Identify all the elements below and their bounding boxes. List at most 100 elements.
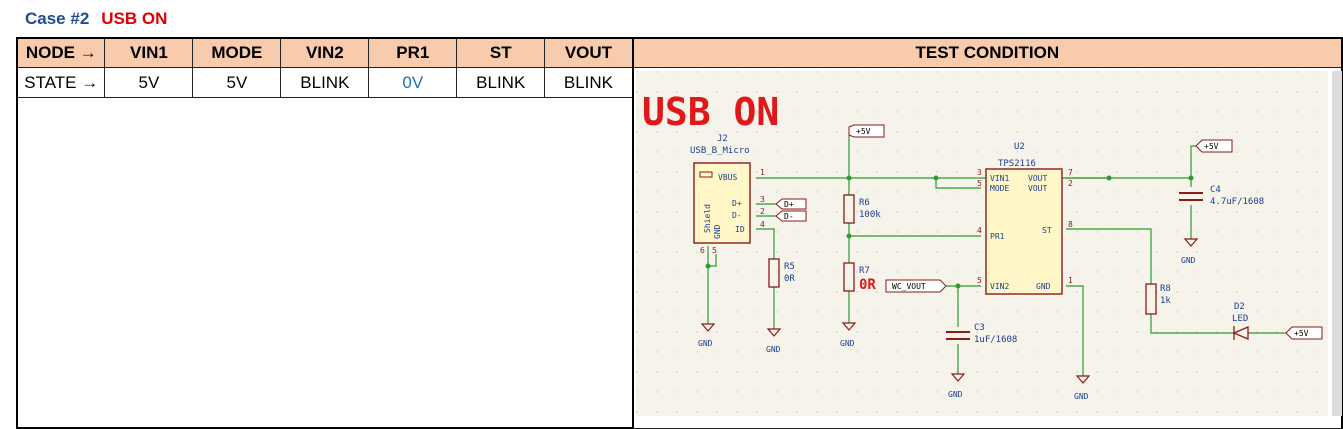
header-node: NODE → [16, 37, 106, 68]
svg-text:GND: GND [840, 339, 855, 348]
net-label-wc-vout: WC_VOUT [885, 279, 947, 293]
j2-pin-number-6: 6 [700, 246, 705, 255]
svg-text:GND: GND [1181, 256, 1196, 265]
u2-ref: U2 [1014, 142, 1025, 152]
svg-text:+5V: +5V [856, 127, 871, 136]
svg-text:R7: R7 [859, 266, 870, 276]
junctions [705, 175, 1194, 289]
u2-pin-st: ST [1042, 226, 1052, 235]
connector-j2: J2 USB_B_Micro VBUS D+ D- ID Shield GND … [690, 134, 765, 255]
state-vin1: 5V [104, 67, 194, 98]
u2-pin-pr1: PR1 [990, 232, 1005, 241]
header-test-condition: TEST CONDITION [632, 37, 1343, 68]
svg-text:C4: C4 [1210, 185, 1221, 195]
svg-text:1uF/1608: 1uF/1608 [974, 335, 1017, 345]
wires [707, 135, 1286, 376]
u2-pin-vout-b: VOUT [1028, 184, 1047, 193]
u2-pin-number-8: 8 [1068, 220, 1073, 229]
usb-icon [699, 171, 713, 178]
schematic-image: USB ON J2 USB_B_Micro V [636, 71, 1328, 416]
notes-cell [16, 97, 634, 429]
j2-pin-gnd: GND [713, 224, 722, 239]
power-label-5v-top: +5V [848, 124, 885, 138]
u2-pin-vin1: VIN1 [990, 174, 1009, 183]
j2-pin-number-2: 2 [760, 207, 765, 216]
svg-text:0R: 0R [859, 277, 876, 293]
header-vin1: VIN1 [104, 37, 194, 68]
header-st: ST [456, 37, 546, 68]
state-vin2: BLINK [280, 67, 370, 98]
svg-text:D+: D+ [784, 200, 794, 209]
svg-text:0R: 0R [784, 274, 795, 284]
j2-pin-number-3: 3 [760, 195, 765, 204]
u2-pin-gnd: GND [1036, 282, 1051, 291]
svg-text:GND: GND [948, 390, 963, 399]
j2-ref: J2 [717, 134, 728, 144]
u2-pin-vin2: VIN2 [990, 282, 1009, 291]
state-vout: BLINK [544, 67, 634, 98]
j2-pin-number-4: 4 [760, 220, 765, 229]
state-mode: 5V [192, 67, 282, 98]
ground-labels: GND GND GND GND GND GND [698, 256, 1196, 401]
header-row: NODE → VIN1 MODE VIN2 PR1 ST VOUT TEST C… [16, 37, 1343, 68]
svg-text:C3: C3 [974, 323, 985, 333]
ic-u2: U2 TPS2116 VIN1 MODE PR1 VIN2 VOUT VOUT … [977, 142, 1073, 295]
header-mode: MODE [192, 37, 282, 68]
svg-text:+5V: +5V [1204, 142, 1219, 151]
svg-text:R8: R8 [1160, 284, 1171, 294]
right-edge-strip [1332, 71, 1342, 416]
j2-pin-dplus: D+ [732, 199, 742, 208]
svg-text:GND: GND [766, 345, 781, 354]
schematic-banner: USB ON [642, 90, 779, 134]
j2-pin-number-1: 1 [760, 168, 765, 177]
ground-symbols [700, 238, 1199, 384]
resistor-r7: R7 0R [843, 262, 876, 293]
j2-pin-id: ID [735, 225, 745, 234]
header-pr1: PR1 [368, 37, 458, 68]
j2-pin-shield: Shield [703, 204, 712, 233]
j2-pin-vbus: VBUS [718, 173, 737, 182]
state-pr1: 0V [368, 67, 458, 98]
state-label: STATE → [16, 67, 106, 98]
j2-value: USB_B_Micro [690, 146, 750, 156]
svg-text:GND: GND [698, 339, 713, 348]
net-label-dplus: D+ [775, 198, 807, 210]
led-d2: D2 LED [1232, 302, 1249, 340]
svg-text:100k: 100k [859, 210, 881, 220]
capacitor-c4: C4 4.7uF/1608 [1179, 185, 1264, 207]
u2-pin-number-4: 4 [977, 226, 982, 235]
resistor-r5: R5 0R [768, 258, 795, 288]
u2-pin-number-7: 7 [1068, 168, 1073, 177]
svg-text:WC_VOUT: WC_VOUT [892, 282, 926, 291]
case-title: Case #2 USB ON [25, 9, 167, 29]
resistor-r8: R8 1k [1145, 283, 1171, 315]
power-label-5v-led: +5V [1285, 326, 1323, 340]
svg-text:LED: LED [1232, 314, 1248, 324]
u2-pin-vout-a: VOUT [1028, 174, 1047, 183]
case-number: Case #2 [25, 9, 90, 28]
u2-pin-number-2: 2 [1068, 179, 1073, 188]
svg-text:R5: R5 [784, 262, 795, 272]
svg-text:+5V: +5V [1294, 329, 1309, 338]
state-st: BLINK [456, 67, 546, 98]
svg-text:GND: GND [1074, 392, 1089, 401]
power-label-5v-right: +5V [1195, 139, 1233, 153]
schematic-svg: USB ON J2 USB_B_Micro V [636, 71, 1328, 416]
u2-pin-number-5a: 5 [977, 179, 982, 188]
u2-pin-number-3: 3 [977, 168, 982, 177]
case-mode: USB ON [101, 9, 168, 28]
svg-text:R6: R6 [859, 198, 870, 208]
u2-pin-number-5b: 5 [977, 276, 982, 285]
header-vout: VOUT [544, 37, 634, 68]
svg-text:1k: 1k [1160, 296, 1171, 306]
j2-pin-dminus: D- [732, 211, 742, 220]
svg-text:D2: D2 [1234, 302, 1245, 312]
capacitor-c3: C3 1uF/1608 [946, 323, 1017, 345]
header-vin2: VIN2 [280, 37, 370, 68]
u2-pin-mode: MODE [990, 184, 1009, 193]
svg-text:D-: D- [784, 212, 794, 221]
u2-pin-number-1: 1 [1068, 276, 1073, 285]
net-label-dminus: D- [775, 210, 807, 222]
u2-value: TPS2116 [998, 159, 1036, 169]
resistor-r6: R6 100k [843, 194, 881, 224]
